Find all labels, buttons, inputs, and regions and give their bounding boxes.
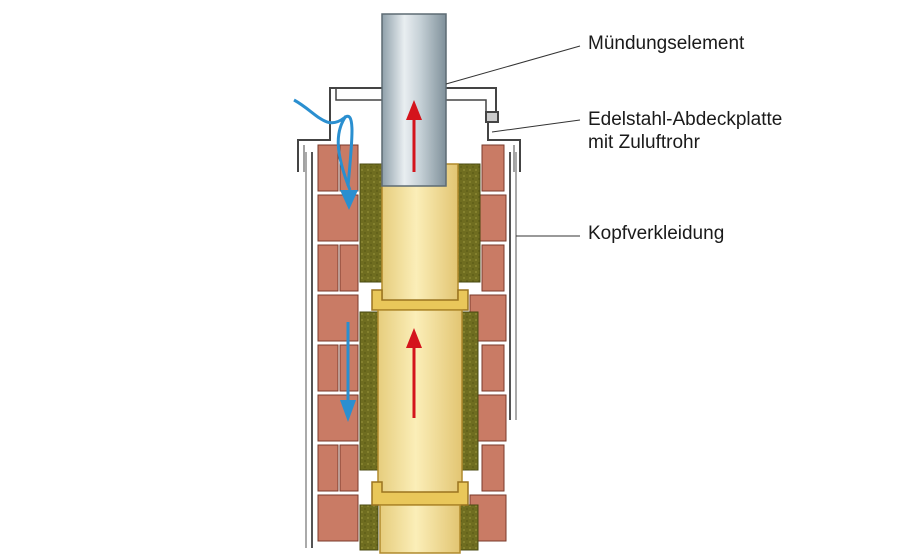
brick	[481, 444, 505, 492]
label-text: mit Zuluftrohr	[588, 132, 700, 153]
brick	[339, 244, 359, 292]
inner-flue-pipe	[371, 163, 469, 554]
brick	[317, 144, 339, 192]
label-outlet-element: Mündungselement	[588, 32, 744, 55]
arrow-down-icon	[293, 98, 358, 422]
label-head-cladding: Kopfverkleidung	[588, 222, 724, 245]
brick	[317, 294, 359, 342]
brick	[481, 144, 505, 192]
brick	[481, 344, 505, 392]
left-brick-wall	[317, 144, 359, 542]
brick	[481, 244, 505, 292]
label-text: Mündungselement	[588, 33, 745, 54]
right-brick-wall	[469, 144, 507, 542]
label-text: Edelstahl-Abdeckplatte	[588, 109, 783, 130]
brick	[317, 344, 339, 392]
arrow-up-icon	[406, 100, 422, 418]
leader-lines	[445, 45, 581, 237]
brick	[317, 494, 359, 542]
head-cladding	[305, 152, 517, 548]
label-text: Kopfverkleidung	[588, 223, 725, 244]
label-cover-plate: Edelstahl-Abdeckplatte mit Zuluftrohr	[588, 108, 782, 154]
brick	[339, 444, 359, 492]
brick	[317, 244, 339, 292]
brick	[317, 444, 339, 492]
